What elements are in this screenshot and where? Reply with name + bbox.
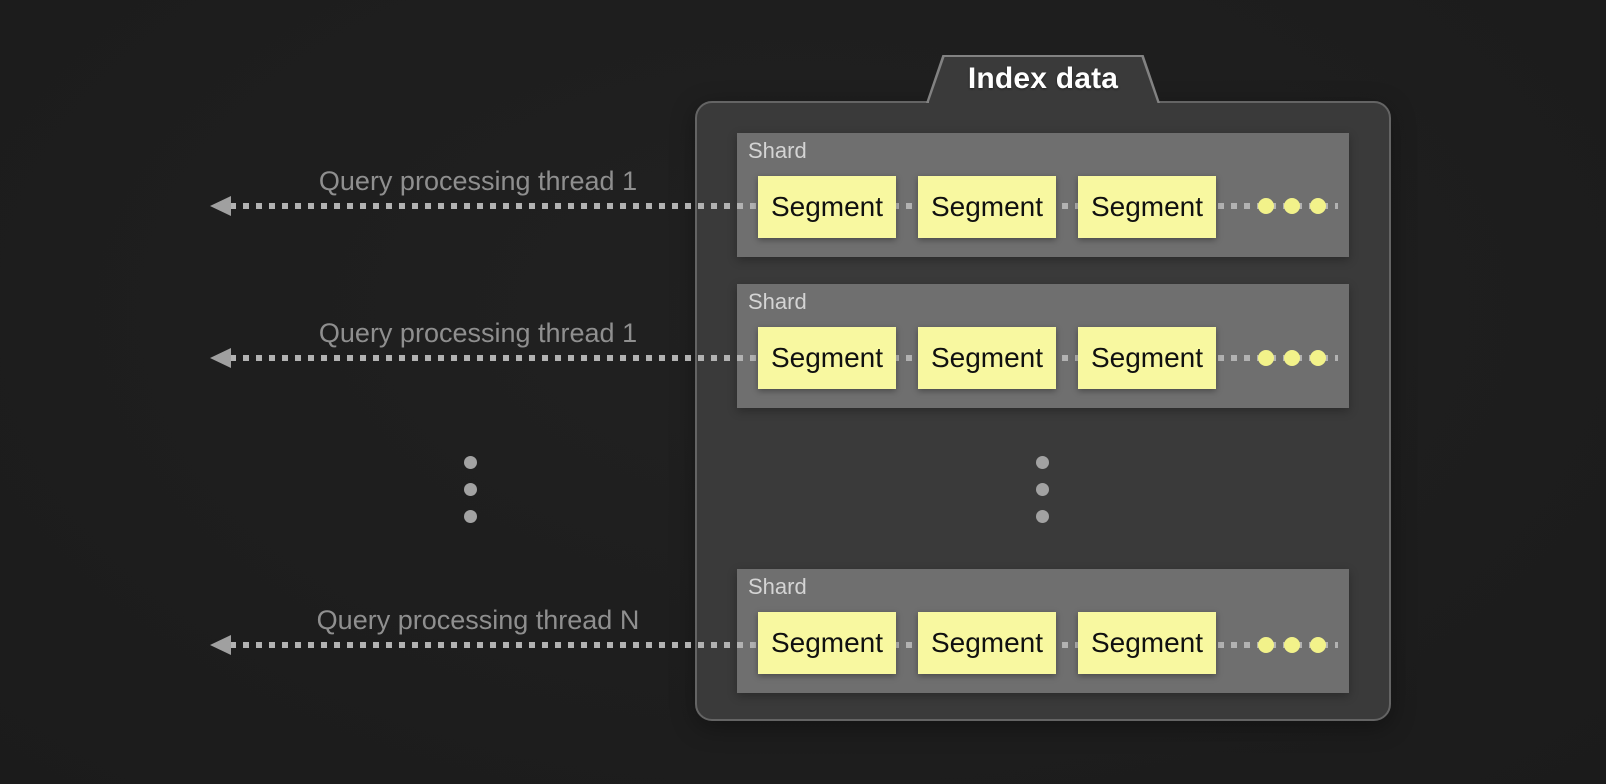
more-segments-dot [1258,637,1274,653]
more-segments-dot [1310,198,1326,214]
arrow-left-icon [210,196,231,216]
segment-box: Segment [758,612,896,674]
more-segments-dot [1258,350,1274,366]
thread-label-3: Query processing thread N [316,605,640,635]
more-segments-dot [1258,198,1274,214]
segment-box: Segment [918,612,1056,674]
segment-box: Segment [1078,327,1216,389]
segment-group: Segment Segment Segment [758,327,1216,389]
segment-group: Segment Segment Segment [758,612,1216,674]
arrow-left-icon [210,635,231,655]
segment-box: Segment [1078,176,1216,238]
index-data-tab: Index data [926,55,1160,103]
thread-label-1: Query processing thread 1 [318,166,638,196]
shard-label: Shard [748,138,807,163]
more-threads-ellipsis [464,456,477,523]
more-threads-dot [464,483,477,496]
more-segments-dot [1284,637,1300,653]
more-threads-dot [464,456,477,469]
segment-group: Segment Segment Segment [758,176,1216,238]
more-shards-dot [1036,483,1049,496]
shard-box-1: Shard Segment Segment Segment [737,133,1349,257]
more-threads-dot [464,510,477,523]
shard-box-2: Shard Segment Segment Segment [737,284,1349,408]
more-shards-dot [1036,510,1049,523]
segment-box: Segment [918,176,1056,238]
shard-box-3: Shard Segment Segment Segment [737,569,1349,693]
more-segments-dot [1310,637,1326,653]
shard-label: Shard [748,289,807,314]
thread-label-2: Query processing thread 1 [318,318,638,348]
shard-label: Shard [748,574,807,599]
more-segments-dot [1284,198,1300,214]
segment-box: Segment [1078,612,1216,674]
index-data-tab-label: Index data [967,62,1119,95]
segment-box: Segment [918,327,1056,389]
more-segments-dot [1310,350,1326,366]
index-data-tab-fill [928,57,1158,103]
arrow-left-icon [210,348,231,368]
more-shards-dot [1036,456,1049,469]
segment-box: Segment [758,176,896,238]
more-shards-ellipsis [1036,456,1049,523]
segment-box: Segment [758,327,896,389]
more-segments-dot [1284,350,1300,366]
